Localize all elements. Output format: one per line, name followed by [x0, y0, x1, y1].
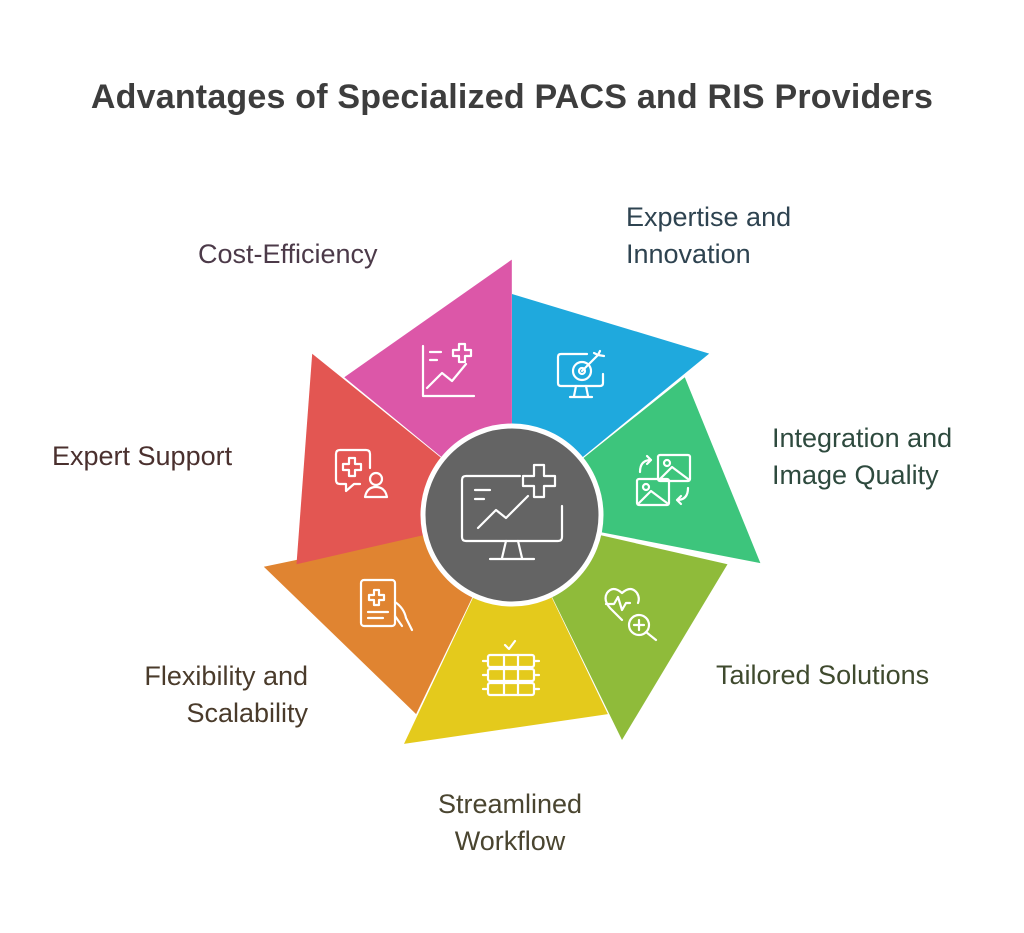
segment-streamlined-workflow — [404, 515, 608, 744]
label-line: Workflow — [454, 826, 566, 856]
monitor-target-icon — [556, 349, 606, 399]
label-line: Integration and — [772, 423, 953, 453]
label-integration-image-quality: Integration and Image Quality — [772, 420, 952, 494]
label-line: Scalability — [186, 698, 308, 728]
label-line: Expert Support — [52, 441, 233, 471]
label-line: Flexibility and — [144, 661, 308, 691]
label-expert-support: Expert Support — [52, 438, 232, 475]
monitor-chart-medical-cross-icon — [460, 463, 564, 561]
label-streamlined-workflow: Streamlined Workflow — [340, 786, 680, 860]
image-sync-icon — [635, 453, 692, 507]
workflow-stack-icon — [481, 639, 541, 697]
tablet-hand-icon — [359, 578, 414, 632]
heart-search-icon — [604, 587, 658, 642]
label-line: Streamlined — [437, 789, 583, 819]
label-line: Image Quality — [772, 460, 939, 490]
chat-medical-user-icon — [334, 448, 389, 499]
label-expertise-innovation: Expertise and Innovation — [626, 199, 791, 273]
label-line: Tailored Solutions — [716, 660, 930, 690]
label-line: Cost-Efficiency — [198, 239, 378, 269]
label-cost-efficiency: Cost-Efficiency — [198, 236, 378, 273]
chart-plus-icon — [421, 342, 476, 398]
label-tailored-solutions: Tailored Solutions — [716, 657, 929, 694]
label-line: Expertise and — [626, 202, 792, 232]
label-line: Innovation — [626, 239, 751, 269]
center-hub — [420, 423, 604, 607]
label-flexibility-scalability: Flexibility and Scalability — [60, 658, 308, 732]
diagram-title: Advantages of Specialized PACS and RIS P… — [90, 78, 934, 116]
